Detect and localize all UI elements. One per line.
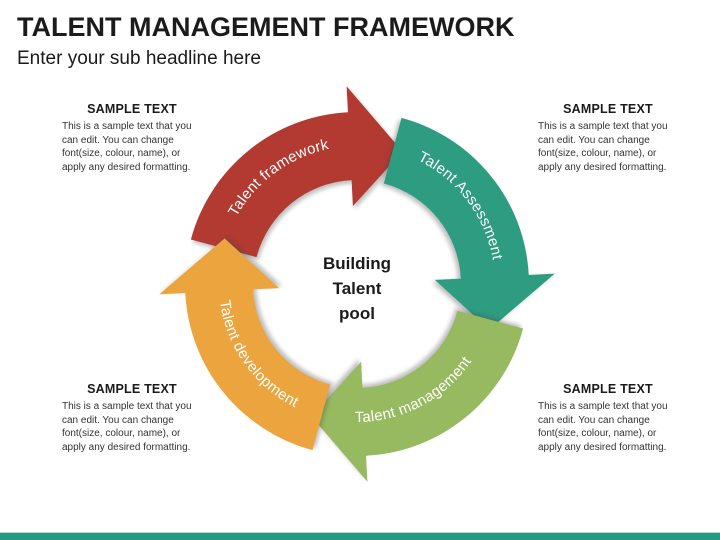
- sample-text-heading: SAMPLE TEXT: [563, 102, 653, 116]
- slide-title: TALENT MANAGEMENT FRAMEWORK: [17, 12, 515, 42]
- sample-text-body: This is a sample text that you can edit.…: [538, 121, 668, 173]
- slide-subtitle: Enter your sub headline here: [17, 48, 261, 69]
- footer-accent-bar: [0, 532, 720, 540]
- sample-text-block-top-right: SAMPLE TEXT This is a sample text that y…: [538, 102, 678, 174]
- sample-text-heading: SAMPLE TEXT: [87, 382, 177, 396]
- sample-text-block-bottom-left: SAMPLE TEXT This is a sample text that y…: [62, 382, 202, 454]
- sample-text-body: This is a sample text that you can edit.…: [538, 401, 668, 453]
- arrow-talent-framework: [190, 86, 403, 258]
- cycle-center-label: Building Talent pool: [323, 254, 391, 323]
- sample-text-heading: SAMPLE TEXT: [563, 382, 653, 396]
- sample-text-block-top-left: SAMPLE TEXT This is a sample text that y…: [62, 102, 202, 174]
- sample-text-block-bottom-right: SAMPLE TEXT This is a sample text that y…: [538, 382, 678, 454]
- sample-text-heading: SAMPLE TEXT: [87, 102, 177, 116]
- sample-text-body: This is a sample text that you can edit.…: [62, 401, 192, 453]
- sample-text-body: This is a sample text that you can edit.…: [62, 121, 192, 173]
